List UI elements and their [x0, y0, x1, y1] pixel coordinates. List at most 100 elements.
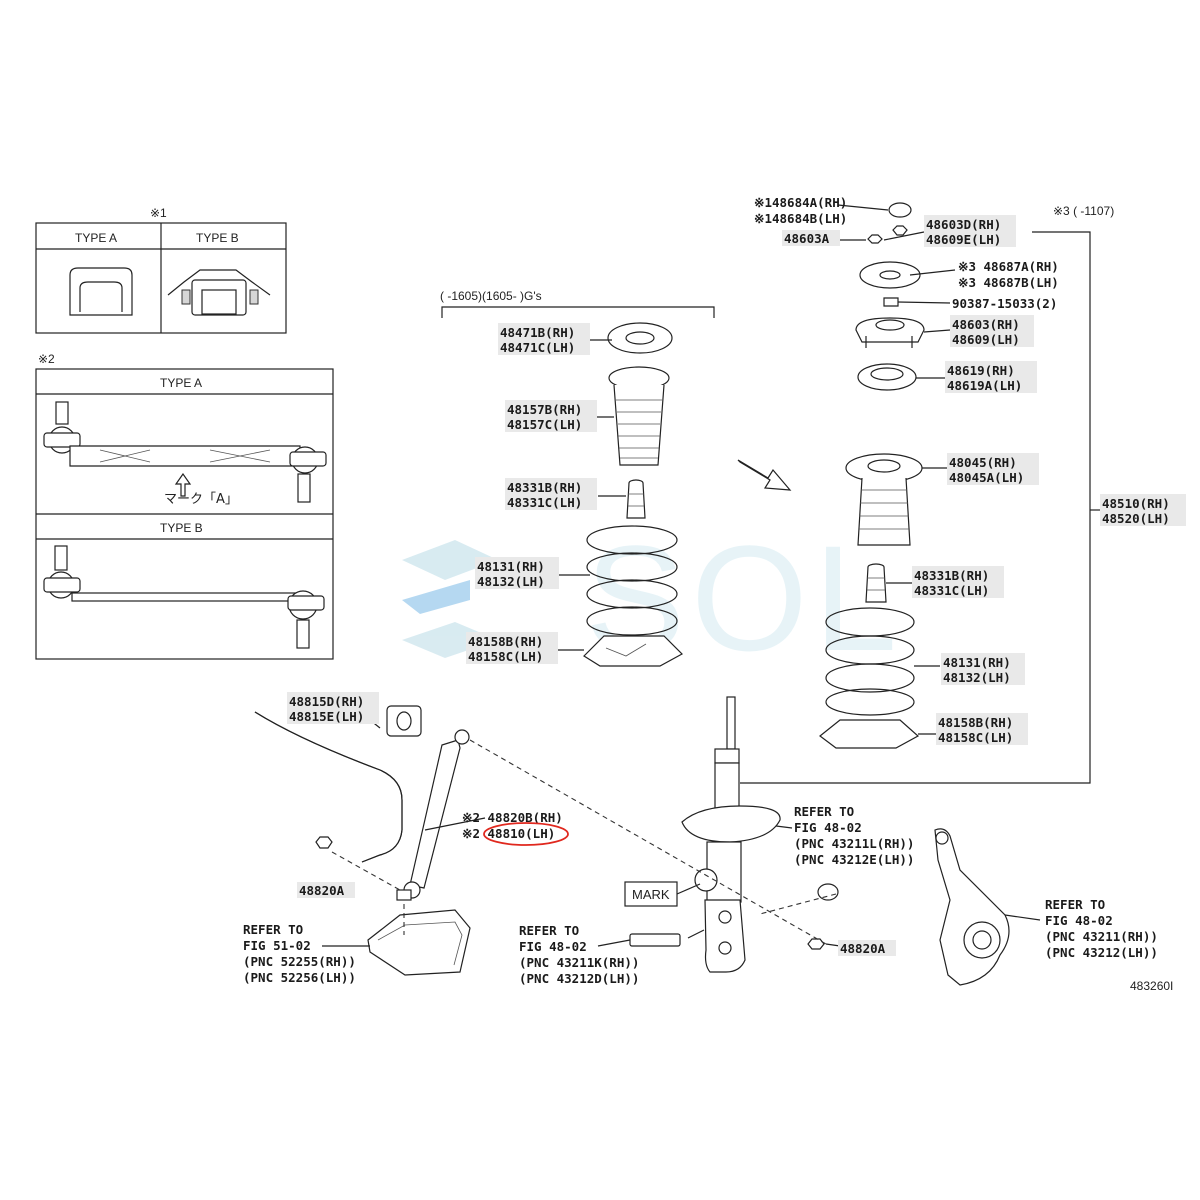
refer-a-fig: FIG 51-02 — [243, 938, 311, 953]
refer-block-b: REFER TO FIG 48-02 (PNC 43211K(RH)) (PNC… — [519, 923, 639, 986]
direction-arrow — [737, 459, 792, 491]
label-48609: 48609(LH) — [952, 332, 1020, 347]
bushing-type-b — [167, 269, 271, 316]
refer-b-pnc-lh: (PNC 43212D(LH)) — [519, 971, 639, 986]
box2-marker: ※2 — [38, 352, 55, 366]
coil-spring-right — [825, 607, 915, 716]
box2-type-a: TYPE A — [160, 376, 202, 390]
label-48820a-right: 48820A — [840, 941, 886, 956]
label-48158b-right: 48158B(RH) — [938, 715, 1013, 730]
label-48619a: 48619A(LH) — [947, 378, 1022, 393]
refer-c-title: REFER TO — [794, 804, 854, 819]
label-48132-center: 48132(LH) — [477, 574, 545, 589]
stabilizer-link-type-b — [43, 545, 325, 649]
type-box-1: ※1 TYPE A TYPE B — [35, 206, 287, 334]
label-48520: 48520(LH) — [1102, 511, 1170, 526]
nut-48820a-left — [315, 836, 333, 849]
refer-block-d: REFER TO FIG 48-02 (PNC 43211(RH)) (PNC … — [1045, 897, 1158, 960]
label-48331c-center: 48331C(LH) — [507, 495, 582, 510]
bump-stopper — [626, 479, 646, 519]
right-labels: ※148684A(RH) ※148684B(LH) 48603A 48603D(… — [754, 195, 1186, 745]
label-48045a: 48045A(LH) — [949, 470, 1024, 485]
mark-a-note: マーク「A」 — [164, 492, 238, 507]
lower-insulator-right — [819, 719, 920, 749]
label-48045: 48045(RH) — [949, 455, 1017, 470]
label-48158c-center: 48158C(LH) — [468, 649, 543, 664]
label-48471b: 48471B(RH) — [500, 325, 575, 340]
refer-block-a: REFER TO FIG 51-02 (PNC 52255(RH)) (PNC … — [243, 922, 370, 985]
refer-b-fig: FIG 48-02 — [519, 939, 587, 954]
label-48131-right: 48131(RH) — [943, 655, 1011, 670]
stabilizer-link-type-a: マーク「A」 — [43, 401, 327, 507]
bushing-90387 — [883, 297, 899, 307]
label-48609e: 48609E(LH) — [926, 232, 1001, 247]
bushing-type-a — [69, 267, 133, 316]
bolt — [629, 933, 681, 947]
refer-c-pnc-rh: (PNC 43211L(RH)) — [794, 836, 914, 851]
refer-a-pnc-lh: (PNC 52256(LH)) — [243, 970, 356, 985]
right-stack: ※3 ( -1107) — [740, 202, 1114, 784]
box1-type-b: TYPE B — [196, 231, 239, 245]
label-48157c: 48157C(LH) — [507, 417, 582, 432]
nut-48603d — [892, 225, 908, 236]
label-48619: 48619(RH) — [947, 363, 1015, 378]
label-48331b-right: 48331B(RH) — [914, 568, 989, 583]
bump-stopper-right — [865, 563, 887, 603]
label-48471c: 48471C(LH) — [500, 340, 575, 355]
label-48603d: 48603D(RH) — [926, 217, 1001, 232]
label-48158b-center: 48158B(RH) — [468, 634, 543, 649]
nut-48603a — [867, 234, 883, 244]
stabilizer-link — [396, 729, 470, 901]
label-48815d: 48815D(RH) — [289, 694, 364, 709]
box2-type-b: TYPE B — [160, 521, 203, 535]
label-48820a-left: 48820A — [299, 883, 345, 898]
steering-knuckle — [934, 828, 1041, 986]
center-labels: 48471B(RH) 48471C(LH) 48157B(RH) 48157C(… — [466, 323, 597, 664]
label-48157b: 48157B(RH) — [507, 402, 582, 417]
label-48603a: 48603A — [784, 231, 830, 246]
label-48687b: ※3 48687B(LH) — [958, 275, 1059, 290]
label-48331b-center: 48331B(RH) — [507, 480, 582, 495]
cap — [888, 202, 912, 218]
highlight-circle — [483, 822, 569, 846]
label-90387: 90387-15033(2) — [952, 296, 1057, 311]
label-48684b: ※148684B(LH) — [754, 211, 847, 226]
refer-d-title: REFER TO — [1045, 897, 1105, 912]
refer-b-title: REFER TO — [519, 923, 579, 938]
label-48603: 48603(RH) — [952, 317, 1020, 332]
boot — [608, 366, 670, 466]
label-48158c-right: 48158C(LH) — [938, 730, 1013, 745]
refer-c-pnc-lh: (PNC 43212E(LH)) — [794, 852, 914, 867]
box1-marker: ※1 — [150, 206, 167, 220]
label-48131-center: 48131(RH) — [477, 559, 545, 574]
label-48820b: ※2 48820B(RH) — [462, 810, 563, 825]
dashed-link-to-nut — [469, 739, 827, 945]
bearing-48619 — [857, 363, 917, 391]
refer-d-fig: FIG 48-02 — [1045, 913, 1113, 928]
stabilizer-labels: 48815D(RH) 48815E(LH) ※2 48820B(RH) ※2 4… — [287, 692, 896, 956]
refer-b-pnc-rh: (PNC 43211K(RH)) — [519, 955, 639, 970]
label-48687a: ※3 48687A(RH) — [958, 259, 1059, 274]
label-48510: 48510(RH) — [1102, 496, 1170, 511]
lower-insulator — [583, 635, 683, 667]
range-label: ( -1605)(1605- )G's — [440, 289, 542, 303]
strut-assembly — [629, 696, 781, 973]
type-box-2: ※2 TYPE A TYPE B マーク「A」 — [35, 352, 334, 660]
box1-type-a: TYPE A — [75, 231, 117, 245]
nut-48820a-right — [807, 938, 825, 950]
support-mount — [855, 317, 925, 348]
refer-d-pnc-lh: (PNC 43212(LH)) — [1045, 945, 1158, 960]
refer-a-pnc-rh: (PNC 52255(RH)) — [243, 954, 356, 969]
refer-block-c: REFER TO FIG 48-02 (PNC 43211L(RH)) (PNC… — [775, 804, 914, 867]
label-48132-right: 48132(LH) — [943, 670, 1011, 685]
washer — [817, 883, 839, 901]
refer-a-title: REFER TO — [243, 922, 303, 937]
refer-d-pnc-rh: (PNC 43211(RH)) — [1045, 929, 1158, 944]
center-stack: ( -1605)(1605- )G's — [440, 289, 715, 667]
mark-label: MARK — [632, 887, 670, 902]
refer-c-fig: FIG 48-02 — [794, 820, 862, 835]
mark-box — [624, 881, 678, 907]
stabilizer-assembly — [254, 705, 837, 976]
label-48815e: 48815E(LH) — [289, 709, 364, 724]
